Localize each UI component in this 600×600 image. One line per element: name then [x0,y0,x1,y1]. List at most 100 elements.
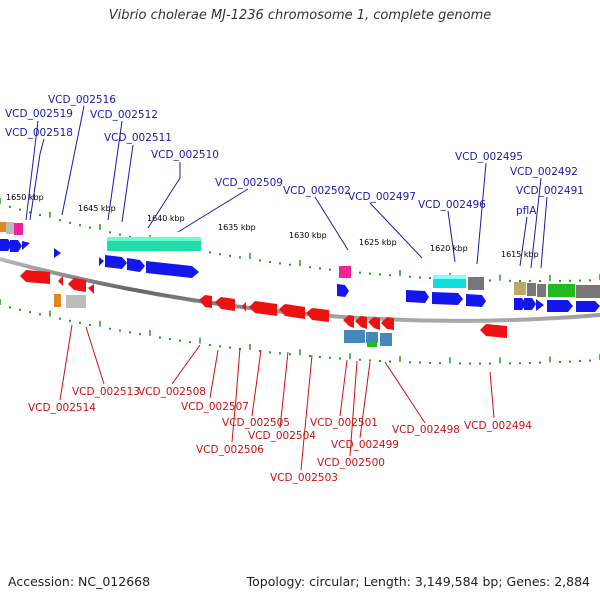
gene-arrow-forward[interactable] [524,298,536,310]
gene-label-reverse[interactable]: VCD_002504 [248,430,316,442]
scale-tick-minor [59,219,61,222]
gene-arrow-reverse[interactable] [199,295,212,308]
gene-feature[interactable] [14,223,23,235]
gene-label-forward[interactable]: VCD_002519 [5,108,73,120]
gene-label-reverse[interactable]: VCD_002494 [464,420,532,432]
gene-feature[interactable] [66,295,86,308]
gene-arrow-reverse[interactable] [343,315,354,328]
gene-feature[interactable] [54,294,61,307]
scale-labels: 1650 kbp 1645 kbp 1640 kbp 1635 kbp 1630… [6,193,539,259]
scale-tick-minor [229,254,231,257]
gene-label-reverse[interactable]: VCD_002506 [196,444,264,456]
gene-label-forward[interactable]: VCD_002516 [48,94,116,106]
gene-label-forward[interactable]: VCD_002518 [5,127,73,139]
gene-label-reverse[interactable]: VCD_002508 [138,386,206,398]
gene-feature[interactable] [107,237,201,241]
gene-label-forward[interactable]: VCD_002502 [283,185,351,197]
gene-feature[interactable] [537,284,546,297]
gene-arrow-forward[interactable] [547,300,573,312]
gene-label-reverse[interactable]: VCD_002505 [222,417,290,429]
gene-arrow-forward[interactable] [536,299,544,311]
gene-label-forward[interactable]: VCD_002510 [151,149,219,161]
gene-arrow-reverse[interactable] [368,317,380,330]
scale-tick-minor [319,267,321,270]
gene-arrow-forward[interactable] [576,301,600,312]
gene-arrow-reverse[interactable] [355,316,367,329]
gene-label-forward[interactable]: VCD_002497 [348,191,416,203]
gene-label-forward[interactable]: VCD_002511 [104,132,172,144]
gene-arrow-reverse[interactable] [249,301,277,316]
gene-label-reverse[interactable]: VCD_002498 [392,424,460,436]
gene-arrow-reverse[interactable] [480,324,507,338]
gene-arrow-forward[interactable] [406,290,429,303]
gene-arrow-forward[interactable] [514,298,526,310]
gene-feature[interactable] [468,277,484,290]
gene-label-forward[interactable]: VCD_002491 [516,185,584,197]
scale-tick-minor [109,231,111,234]
gene-arrow-reverse[interactable] [88,284,94,294]
gene-label-reverse[interactable]: VCD_002514 [28,402,96,414]
gene-arrow-forward[interactable] [0,239,12,251]
gene-label-reverse[interactable]: VCD_002501 [310,417,378,429]
scale-tick-minor [459,362,461,365]
gene-feature[interactable] [339,266,351,278]
scale-tick-minor [209,251,211,254]
gene-arrow-reverse[interactable] [58,276,63,286]
gene-arrow-reverse[interactable] [68,278,86,292]
scale-tick-minor [69,221,71,224]
gene-feature[interactable] [344,330,365,343]
gene-label-forward[interactable]: VCD_002509 [215,177,283,189]
gene-feature[interactable] [433,275,466,279]
gene-label-reverse[interactable]: VCD_002507 [181,401,249,413]
scale-label: 1630 kbp [289,231,327,240]
scale-tick-minor [259,259,261,262]
gene-arrow-reverse[interactable] [306,308,329,322]
gene-feature[interactable] [6,222,14,234]
scale-tick-minor [289,263,291,266]
gene-label-forward[interactable]: VCD_002492 [510,166,578,178]
scale-tick-minor [429,277,431,279]
gene-feature[interactable] [576,285,600,298]
gene-feature[interactable] [548,284,575,297]
gene-arrow-forward[interactable] [432,292,463,305]
gene-label-forward[interactable]: VCD_002512 [90,109,158,121]
inner-tick-track [0,299,600,365]
gene-label-reverse[interactable]: VCD_002499 [331,439,399,451]
gene-feature[interactable] [366,332,378,343]
gene-arrow-reverse[interactable] [242,302,246,312]
gene-arrow-forward[interactable] [337,284,349,297]
gene-label-forward[interactable]: pflA [516,205,537,217]
gene-label-forward[interactable]: VCD_002496 [418,199,486,211]
scale-tick-minor [409,361,411,364]
gene-arrow-forward[interactable] [22,241,30,250]
gene-arrow-forward[interactable] [466,294,486,307]
gene-arrow-reverse[interactable] [215,297,235,311]
gene-label-reverse[interactable]: VCD_002500 [317,457,385,469]
gene-feature[interactable] [380,333,392,346]
gene-feature[interactable] [527,283,536,296]
scale-tick-minor [9,306,11,309]
scale-tick-minor [579,360,581,363]
scale-tick-minor [369,359,371,362]
gene-arrow-reverse[interactable] [20,270,50,284]
gene-feature[interactable] [0,222,6,232]
gene-arrow-reverse[interactable] [381,317,394,330]
scale-tick-minor [509,362,511,365]
gene-arrow-forward[interactable] [127,258,145,272]
gene-arrow-forward[interactable] [146,261,199,278]
scale-tick-minor [119,233,121,236]
gene-arrow-forward[interactable] [10,240,22,252]
gene-arrow-reverse[interactable] [279,304,305,319]
gene-label-reverse[interactable]: VCD_002513 [72,386,140,398]
gene-feature[interactable] [367,342,377,347]
gene-arrow-forward[interactable] [99,257,104,266]
scale-label: 1640 kbp [147,214,185,223]
scale-tick-minor [219,345,221,348]
forward-labels: VCD_002519 VCD_002518 VCD_002516 VCD_002… [5,94,584,217]
gene-label-reverse[interactable]: VCD_002503 [270,472,338,484]
gene-feature[interactable] [514,282,526,295]
gene-label-forward[interactable]: VCD_002495 [455,151,523,163]
gene-arrow-forward[interactable] [54,248,61,258]
scale-tick-minor [179,339,181,342]
gene-arrow-forward[interactable] [105,255,127,269]
